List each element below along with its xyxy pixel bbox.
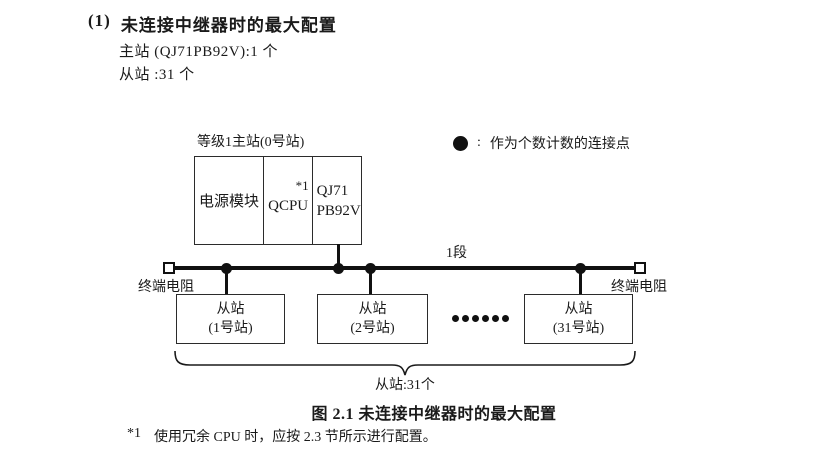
slave1-drop-line xyxy=(225,269,228,295)
section-title: 未连接中继器时的最大配置 xyxy=(120,16,337,35)
slave2-drop-line xyxy=(369,269,372,295)
connection-point-icon xyxy=(365,263,376,274)
qcpu-cell: *1 QCPU xyxy=(264,157,313,244)
footnote-ref: *1 xyxy=(295,178,309,193)
qj71-label-line2: PB92V xyxy=(316,202,361,219)
terminator-label-left: 终端电阻 xyxy=(138,280,194,295)
terminator-label-right: 终端电阻 xyxy=(611,280,667,295)
footnote-text: 使用冗余 CPU 时，应按 2.3 节所示进行配置。 xyxy=(154,430,437,445)
slave-station-box-2: 从站 (2号站) xyxy=(317,294,428,344)
terminator-resistor-icon xyxy=(634,262,646,274)
master-drop-line xyxy=(337,244,340,268)
power-module-cell: 电源模块 xyxy=(195,157,265,244)
qj71pb92v-cell: QJ71 PB92V xyxy=(313,157,361,244)
slave31-number: (31号站) xyxy=(552,321,605,336)
qcpu-label: QCPU xyxy=(268,198,309,214)
slave31-drop-line xyxy=(579,269,582,295)
terminator-resistor-icon xyxy=(163,262,175,274)
connection-point-icon xyxy=(221,263,232,274)
master-station-label: 等级1主站(0号站) xyxy=(197,135,305,150)
connection-point-icon xyxy=(453,135,468,151)
brace-icon xyxy=(174,350,636,376)
master-station-box: 电源模块 *1 QCPU QJ71 PB92V xyxy=(194,156,362,245)
footnote-marker: *1 xyxy=(127,426,141,441)
slave-station-box-31: 从站 (31号站) xyxy=(524,294,633,344)
master-count-line: 主站 (QJ71PB92V):1 个 xyxy=(119,44,279,60)
legend-text: 作为个数计数的连接点 xyxy=(489,137,630,152)
connection-point-icon xyxy=(575,263,586,274)
bus-line xyxy=(170,266,640,270)
slave31-label: 从站 xyxy=(564,302,593,317)
section-heading: (1) 未连接中继器时的最大配置 xyxy=(88,11,337,36)
slave-station-box-1: 从站 (1号站) xyxy=(176,294,285,344)
slave2-label: 从站 xyxy=(358,302,387,317)
legend-colon: : xyxy=(477,135,481,150)
slave1-number: (1号站) xyxy=(208,321,253,336)
slave1-label: 从站 xyxy=(216,302,245,317)
footnote: *1 使用冗余 CPU 时，应按 2.3 节所示进行配置。 xyxy=(127,426,437,446)
ellipsis-dots-icon xyxy=(452,315,509,322)
section-number: (1) xyxy=(88,11,111,30)
legend: : 作为个数计数的连接点 xyxy=(453,133,630,153)
segment-1-label: 1段 xyxy=(446,246,467,261)
brace-label: 从站:31个 xyxy=(375,378,435,393)
qj71-label-line1: QJ71 xyxy=(316,182,349,199)
slave2-number: (2号站) xyxy=(350,321,395,336)
figure-caption: 图 2.1 未连接中继器时的最大配置 xyxy=(311,406,557,423)
slave-count-line: 从站 :31 个 xyxy=(119,67,195,83)
connection-point-icon xyxy=(333,263,344,274)
